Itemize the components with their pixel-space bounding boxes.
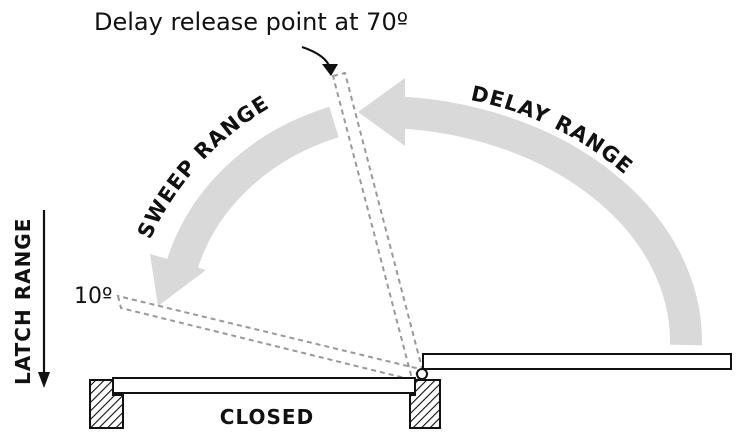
delay-release-label: Delay release point at 70º — [94, 8, 408, 36]
right-door-frame — [409, 379, 441, 429]
door-at-70-degrees-dashed — [331, 71, 425, 377]
delay-range-arrowhead — [358, 78, 405, 146]
sweep-range-arrowhead — [150, 254, 206, 306]
closed-door — [112, 377, 416, 394]
sweep-range-arrow-band — [164, 106, 339, 277]
ten-degrees-label: 10º — [74, 284, 112, 309]
door-at-10-degrees-dashed — [116, 294, 422, 383]
latch-range-label: LATCH RANGE — [11, 218, 35, 385]
open-door — [422, 353, 732, 370]
delay-range-arrow-band — [389, 96, 703, 346]
latch-range-arrowhead — [38, 372, 50, 388]
delay-release-leader-arrowhead — [322, 64, 338, 76]
closed-label: CLOSED — [220, 405, 314, 429]
hinge-pivot — [416, 368, 428, 380]
